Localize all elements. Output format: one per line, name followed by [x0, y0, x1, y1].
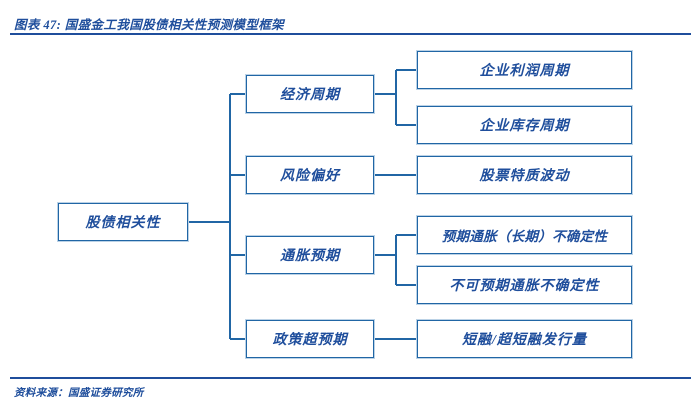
node-label: 企业利润周期	[479, 64, 570, 79]
node-label: 不可预期通胀不确定性	[449, 279, 600, 294]
node-level3-1: 企业库存周期	[416, 105, 633, 145]
figure-source: 资料来源：国盛证券研究所	[14, 388, 144, 399]
node-label: 预期通胀（长期）不确定性	[441, 229, 608, 244]
node-level2-2: 通胀预期	[245, 235, 375, 275]
node-level2-3: 政策超预期	[245, 319, 375, 359]
node-level3-3: 预期通胀（长期）不确定性	[416, 215, 633, 255]
header-divider	[10, 33, 691, 35]
figure-title: 图表 47: 国盛金工我国股债相关性预测模型框架	[14, 18, 285, 32]
connector-lines	[188, 69, 417, 340]
node-label: 短融/超短融发行量	[462, 333, 587, 348]
node-label: 股债相关性	[85, 216, 161, 231]
footer-divider	[10, 377, 691, 379]
node-label: 经济周期	[280, 88, 340, 103]
node-level3-0: 企业利润周期	[416, 50, 633, 90]
node-root: 股债相关性	[57, 202, 189, 242]
node-level3-4: 不可预期通胀不确定性	[416, 265, 633, 305]
node-label: 企业库存周期	[479, 119, 570, 134]
node-label: 风险偏好	[280, 169, 340, 184]
node-label: 股票特质波动	[479, 169, 570, 184]
diagram-canvas: 股债相关性 经济周期风险偏好通胀预期政策超预期 企业利润周期企业库存周期股票特质波动…	[0, 40, 700, 375]
node-level2-0: 经济周期	[245, 74, 375, 114]
node-label: 通胀预期	[280, 249, 340, 264]
node-level3-2: 股票特质波动	[416, 155, 633, 195]
node-label: 政策超预期	[272, 333, 348, 348]
node-level2-1: 风险偏好	[245, 155, 375, 195]
node-level3-5: 短融/超短融发行量	[416, 319, 633, 359]
